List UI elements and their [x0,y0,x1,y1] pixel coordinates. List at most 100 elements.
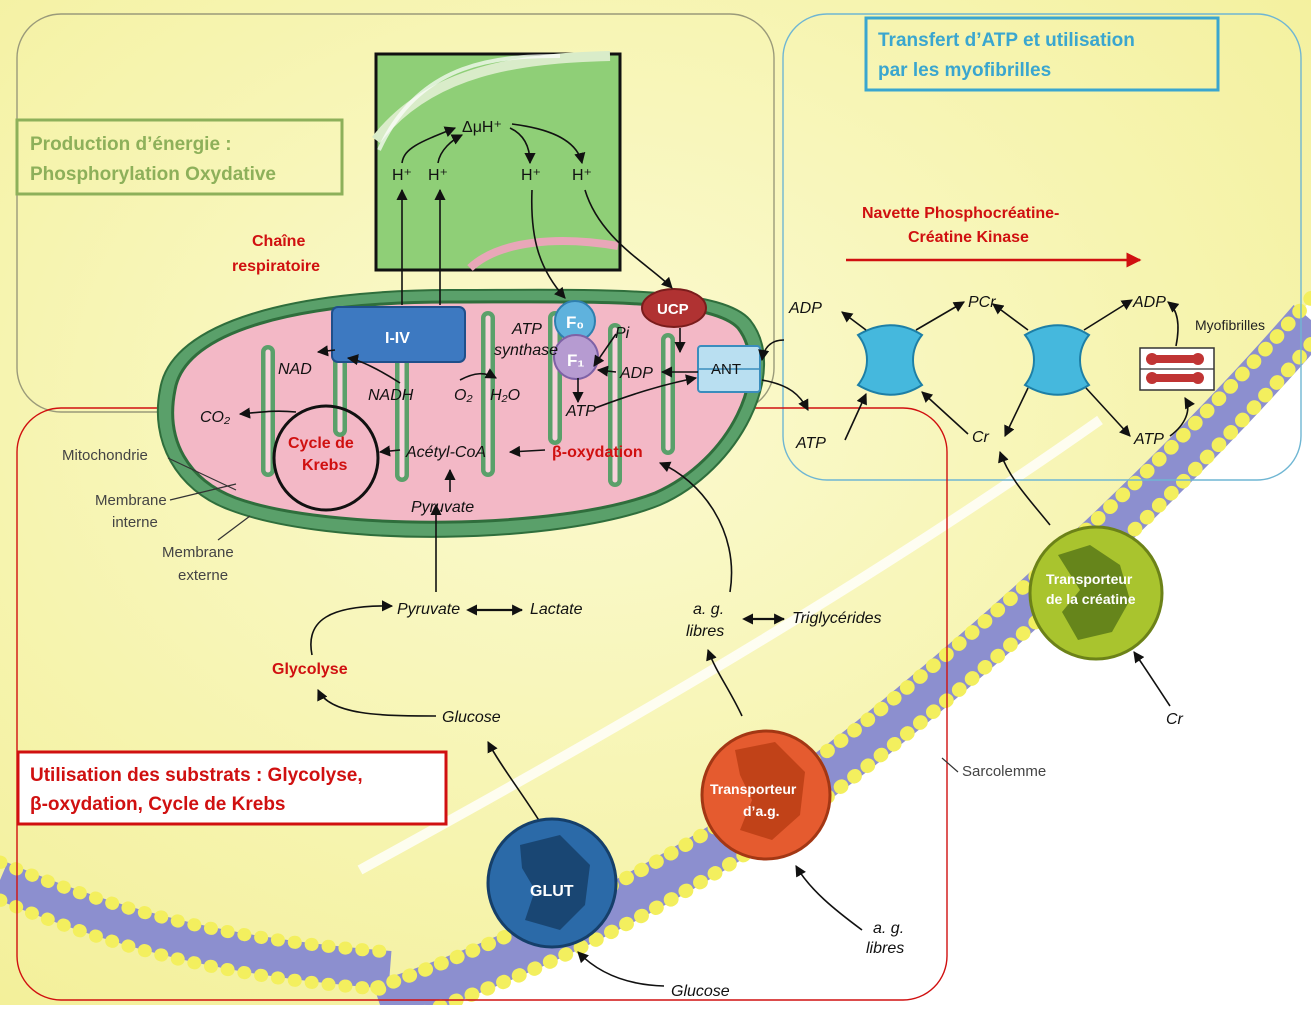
substrates-title-box [16,750,448,826]
ucp-protein [641,288,707,328]
arrow-acetyl-to-krebs [378,445,401,457]
arrow-pi-to-synthase [593,333,617,367]
cyto-glucose-label: Glucose [442,709,501,726]
arrow-ck1-to-adp [841,311,867,331]
shuttle-title-line2: Créatine Kinase [908,229,1029,246]
h-plus-3: H⁺ [521,167,541,184]
lipid-heads-inner [408,337,1311,1010]
atp-synthase-line2: synthase [494,342,558,359]
outside-fa-line2: libres [866,940,904,957]
arrow-h1-to-delta [401,126,457,164]
beta-oxidation-label: β-oxydation [552,444,643,461]
arrow-fa-to-beta-ox [658,461,733,593]
krebs-line2: Krebs [302,457,347,474]
production-title-box [15,118,344,196]
outside-cr-label: Cr [1166,711,1184,728]
fa-transporter-line1: Transporteur [710,781,797,797]
glut-transporter [486,817,618,949]
krebs-cycle-circle [272,404,380,512]
krebs-line1: Cycle de [288,435,354,452]
arrow-atp-to-myofibril [1169,397,1195,437]
arrow-ck1-to-pcr [915,301,965,331]
cyto-fa-line2: libres [686,623,724,640]
acetyl-coa-label: Acétyl-CoA [405,444,486,461]
production-title-line2: Phosphorylation Oxydative [30,164,276,185]
mito-pyruvate-label: Pyruvate [411,499,474,516]
arrow-krebs-to-co2 [238,407,297,419]
arrow-ck2-to-adp-right [1083,299,1133,331]
arrow-fatp-to-fa [706,648,743,717]
mito-pointer [167,457,237,491]
h-plus-2: H⁺ [428,167,448,184]
arrow-ant-to-atp [761,379,809,411]
arrow-h4-to-ucp [584,189,673,289]
sarcolemma-label: Sarcolemme [962,763,1046,780]
fa-transporter-line2: d’a.g. [743,803,780,819]
atp-inner-label: ATP [565,403,596,420]
lipid-heads-left-outer [0,855,397,959]
arrow-glycolysis-to-pyruvate [310,600,394,656]
inner-membrane-line1: Membrane [95,492,167,509]
arrow-atp-to-ant [594,374,698,409]
arrow-myofibril-to-adp [1167,301,1180,347]
creatine-kinase-cyto [1023,324,1091,396]
complex-i-iv [331,306,466,363]
fatty-acid-transporter [700,729,832,861]
arrow-ck2-to-cr [1004,387,1029,438]
arrow-transporter-to-cr [998,450,1051,526]
outside-glucose-label: Glucose [671,983,730,1000]
creatine-transporter-line1: Transporteur [1046,571,1133,587]
arrow-outside-glucose-to-glut [577,951,665,987]
sarcolemma-pointer [941,757,959,773]
cyto-fa-line1: a. g. [693,601,724,618]
arrow-h2-to-delta [437,134,464,164]
extracellular-space [420,300,1311,1005]
outer-membrane-line1: Membrane [162,544,234,561]
o2-label: O₂ [454,387,473,404]
delta-mu-label: ΔμH⁺ [462,119,502,136]
h-plus-4: H⁺ [572,167,592,184]
arrow-glut-to-glucose [487,741,541,823]
lactate-label: Lactate [530,601,583,618]
shuttle-atp-right: ATP [1133,431,1164,448]
arrow-h3-to-synthase [530,189,566,299]
glycolysis-label: Glycolyse [272,661,348,678]
creatine-transporter-line2: de la créatine [1046,591,1136,607]
outer-membrane-pointer [217,515,251,541]
sarcolemma-band-left [0,862,392,989]
h-plus-1: H⁺ [392,167,412,184]
arrow-cr-to-ck1 [921,391,969,435]
shuttle-title-line1: Navette Phosphocréatine- [862,205,1059,222]
intermembrane-inset [372,51,622,272]
cytoplasm-arc [357,415,1103,875]
ant-label: ANT [711,361,741,378]
atp-synthase-line1: ATP [511,321,542,338]
arrow-delta-to-h4 [511,123,586,165]
shuttle-cr: Cr [972,429,990,446]
ucp-label: UCP [657,301,689,318]
glut-label: GLUT [530,883,574,900]
shuttle-adp-right: ADP [1132,294,1166,311]
creatine-kinase-mito [856,324,924,396]
arrow-delta-to-h3 [509,127,536,165]
shuttle-adp-left: ADP [788,300,822,317]
arrow-adp-to-ant [758,339,785,362]
substrates-title-line1: Utilisation des substrats : Glycolyse, [30,765,363,786]
chain-line2: respiratoire [232,258,320,275]
substrates-title-line2: β-oxydation, Cycle de Krebs [30,794,286,815]
arrow-outside-fa-to-fatp [795,865,863,931]
shuttle-pcr: PCr [968,294,996,311]
transfer-title-line1: Transfert d’ATP et utilisation [878,30,1135,51]
arrow-ck2-to-atp-right [1085,387,1131,437]
transfer-panel [782,13,1302,481]
inner-membrane-pointer [169,483,237,501]
inner-membrane-line2: interne [112,514,158,531]
mitochondrion [156,288,766,538]
myofibrilles-label: Myofibrilles [1195,317,1265,333]
arrow-pcr-to-ck2 [992,303,1029,331]
f0-label: F₀ [566,313,584,332]
co2-label: CO₂ [200,409,230,426]
transfer-title-box [864,16,1220,92]
